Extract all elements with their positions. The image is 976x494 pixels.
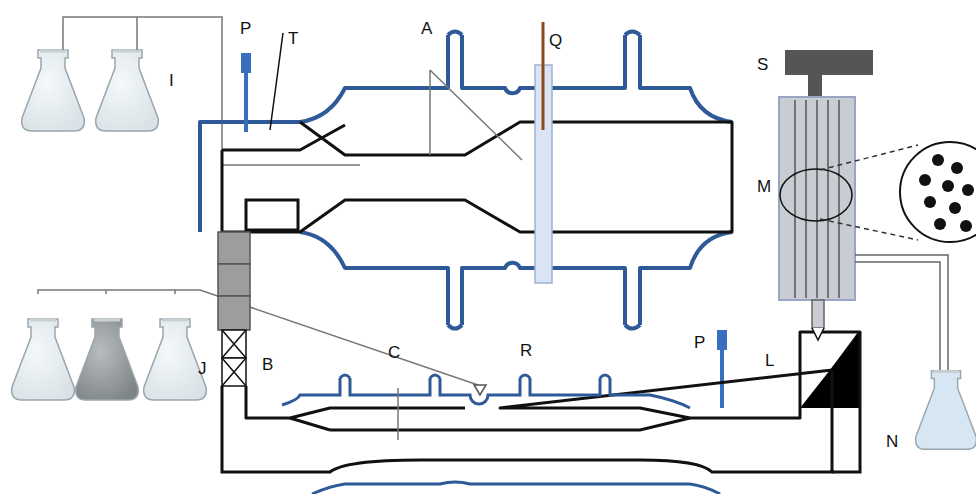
callout-letter: T [288,30,298,47]
callout-letter: P [694,334,705,351]
callout-letter: Q [549,32,562,49]
callout-letter: A [421,20,432,37]
callout-letter: P [240,20,251,37]
callout-letter: L [765,352,774,369]
callout-letter: N [886,433,898,450]
callout-letter: R [520,342,532,359]
callout-letter: I [169,72,174,89]
callout-letter: M [757,178,771,195]
callout-letter: J [198,360,207,377]
callout-letter: C [388,344,400,361]
callout-letter: S [757,56,768,73]
callout-letter: B [262,356,273,373]
